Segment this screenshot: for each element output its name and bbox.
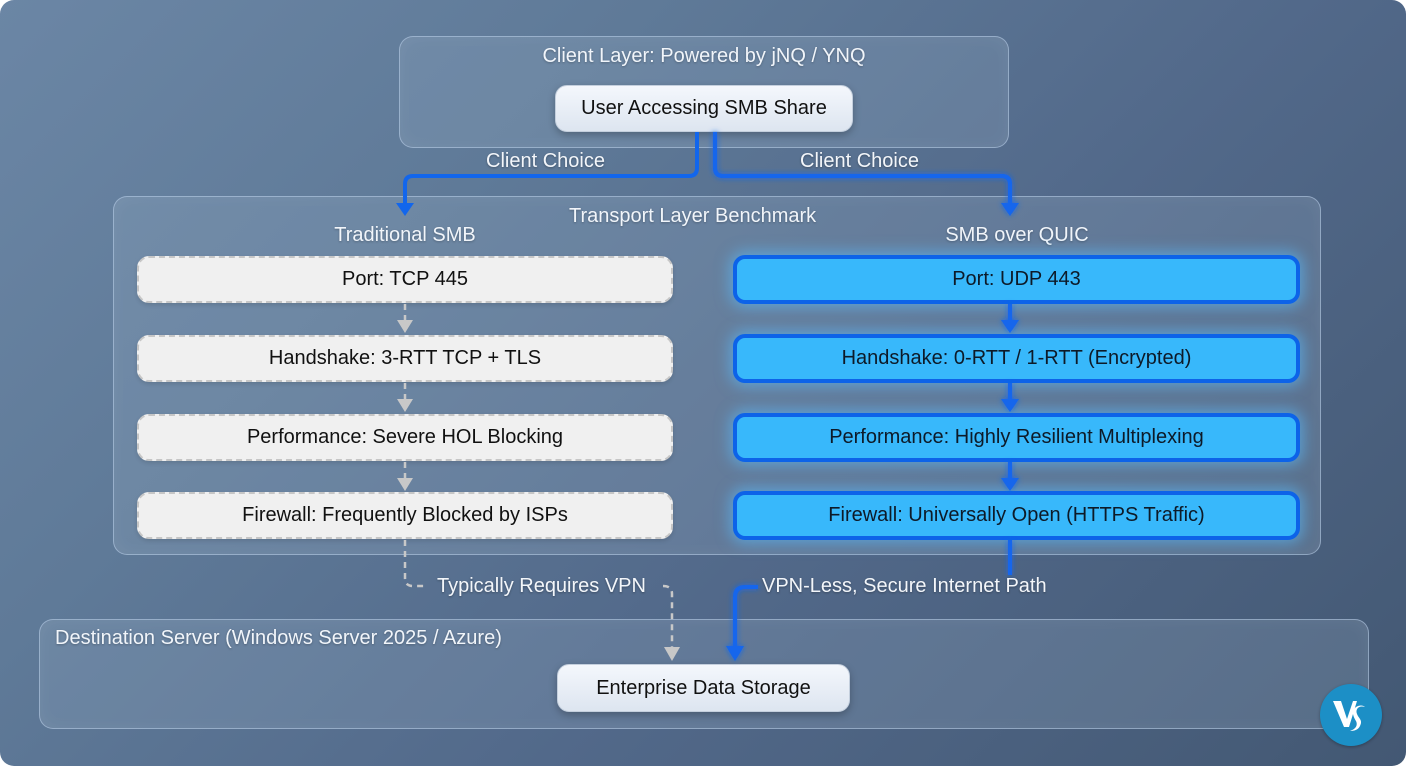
transport-layer-title: Transport Layer Benchmark [569,205,817,227]
vs-logo-glyph-icon [1333,701,1365,731]
quic-handshake-node[interactable]: Handshake: 0-RTT / 1-RTT (Encrypted) [733,334,1300,383]
enterprise-storage-node[interactable]: Enterprise Data Storage [557,664,850,712]
traditional-handshake-node[interactable]: Handshake: 3-RTT TCP + TLS [137,335,673,382]
destination-title: Destination Server (Windows Server 2025 … [55,627,502,649]
vpn-less-path-label: VPN-Less, Secure Internet Path [762,575,1047,597]
quic-firewall-node[interactable]: Firewall: Universally Open (HTTPS Traffi… [733,491,1300,540]
right-client-choice-label: Client Choice [800,150,919,172]
smb-over-quic-title: SMB over QUIC [945,224,1089,246]
requires-vpn-label: Typically Requires VPN [437,575,646,597]
vs-brand-logo-icon [1320,684,1382,746]
user-node[interactable]: User Accessing SMB Share [555,85,853,132]
traditional-performance-node[interactable]: Performance: Severe HOL Blocking [137,414,673,461]
traditional-firewall-node[interactable]: Firewall: Frequently Blocked by ISPs [137,492,673,539]
quic-port-node[interactable]: Port: UDP 443 [733,255,1300,304]
left-client-choice-label: Client Choice [486,150,605,172]
client-layer-title: Client Layer: Powered by jNQ / YNQ [542,45,866,67]
traditional-smb-title: Traditional SMB [334,224,476,246]
quic-performance-node[interactable]: Performance: Highly Resilient Multiplexi… [733,413,1300,462]
traditional-port-node[interactable]: Port: TCP 445 [137,256,673,303]
